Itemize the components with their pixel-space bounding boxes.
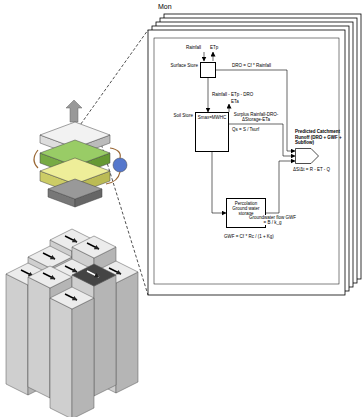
input-label: Rainfall	[186, 45, 201, 50]
edge-label: Rainfall - ETp - DRO	[211, 92, 254, 97]
node-heading: Soil Store	[155, 113, 193, 118]
flow-connector	[229, 124, 295, 156]
edge-label: Groundwater flow GWF = B / k_g	[248, 215, 298, 225]
node-heading: Predicted Catchment Runoff (DRO + GWF + …	[295, 129, 345, 145]
node-heading: Surface Store	[160, 63, 198, 68]
pentagon-shape	[295, 148, 319, 164]
formula-label: Qs = S / Tsurf	[232, 127, 259, 132]
input-label: ETp	[210, 45, 218, 50]
node-heading: ΔS/Δt = R - ET - Q	[293, 167, 343, 172]
page-stack	[148, 14, 361, 295]
output-label: ETa	[231, 99, 239, 104]
grey-arrow	[66, 100, 82, 122]
flow-arrows	[204, 52, 229, 112]
node-text: Smax=MWHC	[197, 115, 227, 120]
flow-connector	[266, 161, 295, 213]
page-label: Mon	[158, 3, 172, 11]
surface-store: Surface Store	[200, 62, 216, 78]
soil-store: Soil StoreSmax=MWHC	[195, 112, 229, 152]
grid-cell	[50, 287, 94, 417]
formula-label: GWF = Cf * Rc / (1 + Kg)	[224, 234, 274, 239]
catchment-grid	[6, 229, 138, 417]
layer-stack	[34, 122, 127, 207]
edge-label: DRO = Cf * Rainfall	[231, 63, 272, 68]
edge-label: Surplus Rainfall-DRO-ΔStorage-ETa	[231, 112, 281, 122]
runoff-output: Predicted Catchment Runoff (DRO + GWF + …	[295, 148, 319, 164]
flow-connector	[208, 78, 209, 112]
flow-connector	[212, 152, 226, 213]
node-text: Percolation	[228, 201, 264, 206]
